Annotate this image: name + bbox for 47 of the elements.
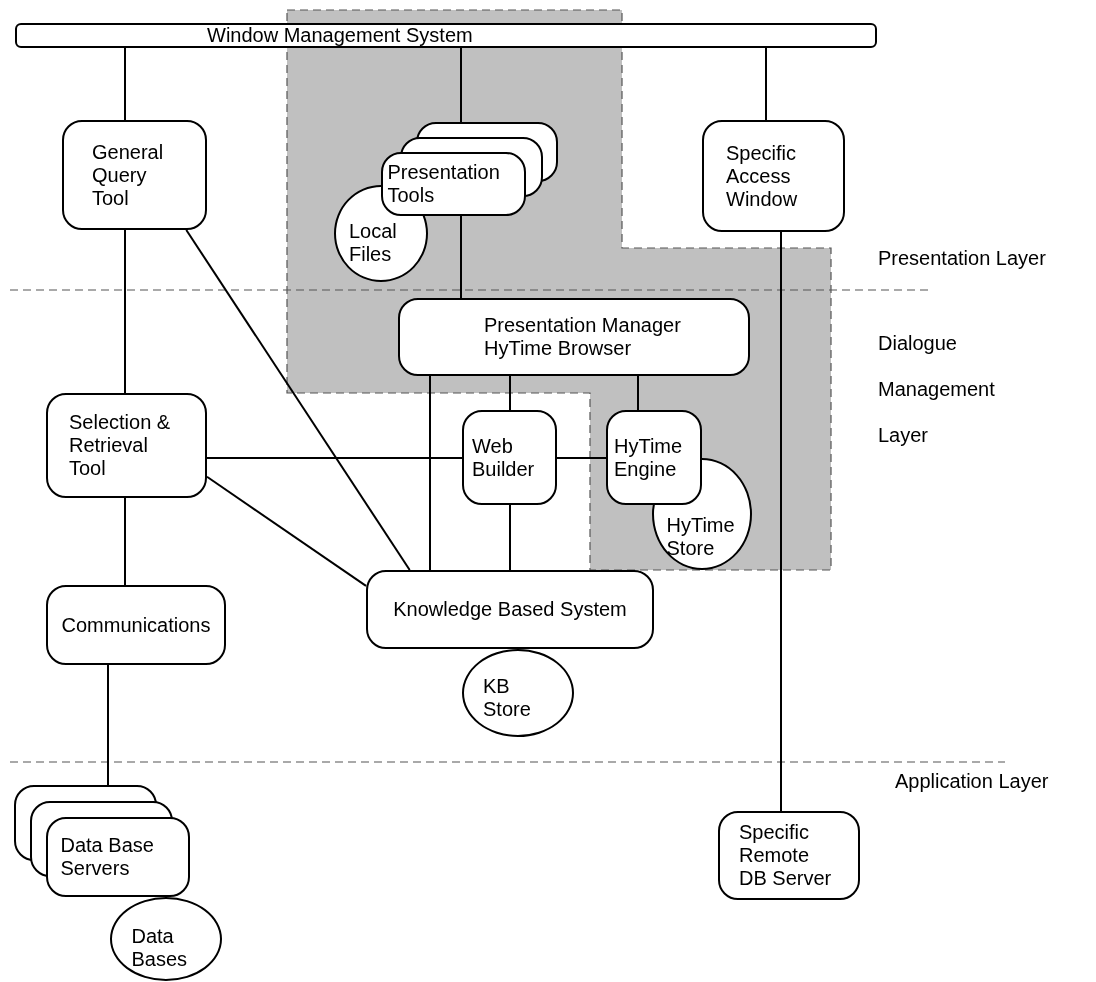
rounded-box [46, 585, 226, 665]
rounded-box [718, 811, 860, 900]
connector-line [429, 375, 431, 571]
layer-label: Dialogue Management Layer [878, 331, 996, 448]
connector-line [780, 231, 782, 812]
rounded-box [366, 570, 654, 649]
rounded-box [62, 120, 207, 230]
connector-line [509, 375, 511, 411]
node-label: Web Builder [472, 434, 536, 481]
connector-line [107, 664, 109, 786]
node-label: Communications [61, 613, 211, 637]
connector-line [556, 457, 607, 459]
node-label: Knowledge Based System [393, 598, 627, 621]
node-label: Data Base Servers [60, 834, 155, 880]
node-label: Window Management System [207, 24, 473, 47]
rounded-box [46, 393, 207, 498]
connector-line [460, 47, 462, 123]
stacked-boxes-drawing [14, 785, 190, 897]
connector-line [206, 457, 463, 459]
layer-label: Application Layer [895, 770, 1049, 793]
node-label: Specific Remote DB Server [739, 821, 833, 890]
connector-line [765, 47, 767, 121]
connector-line [460, 215, 462, 299]
connector-line [185, 229, 411, 571]
node-label: HyTime Store [666, 514, 736, 560]
connector-line [124, 47, 126, 121]
connector-line [124, 497, 126, 586]
rounded-box [606, 410, 702, 505]
node-label: Selection & Retrieval Tool [69, 411, 172, 480]
node-label: KB Store [483, 675, 532, 721]
rounded-box [702, 120, 845, 232]
node-label: Presentation Manager HyTime Browser [484, 314, 682, 360]
stacked-boxes-drawing [381, 122, 558, 216]
node-label: Presentation Tools [387, 161, 501, 207]
node-label: HyTime Engine [614, 434, 684, 481]
node-label: Data Bases [131, 925, 189, 971]
rounded-box [398, 298, 750, 376]
connector-line [637, 375, 639, 411]
rounded-box [462, 410, 557, 505]
node-label: General Query Tool [92, 140, 165, 210]
connector-line [124, 229, 126, 394]
system-bar [15, 23, 877, 48]
node-label: Specific Access Window [726, 141, 799, 211]
connector-line [509, 504, 511, 571]
connector-line [206, 475, 367, 587]
node-label: Local Files [349, 220, 398, 266]
layer-label: Presentation Layer [878, 247, 1046, 270]
